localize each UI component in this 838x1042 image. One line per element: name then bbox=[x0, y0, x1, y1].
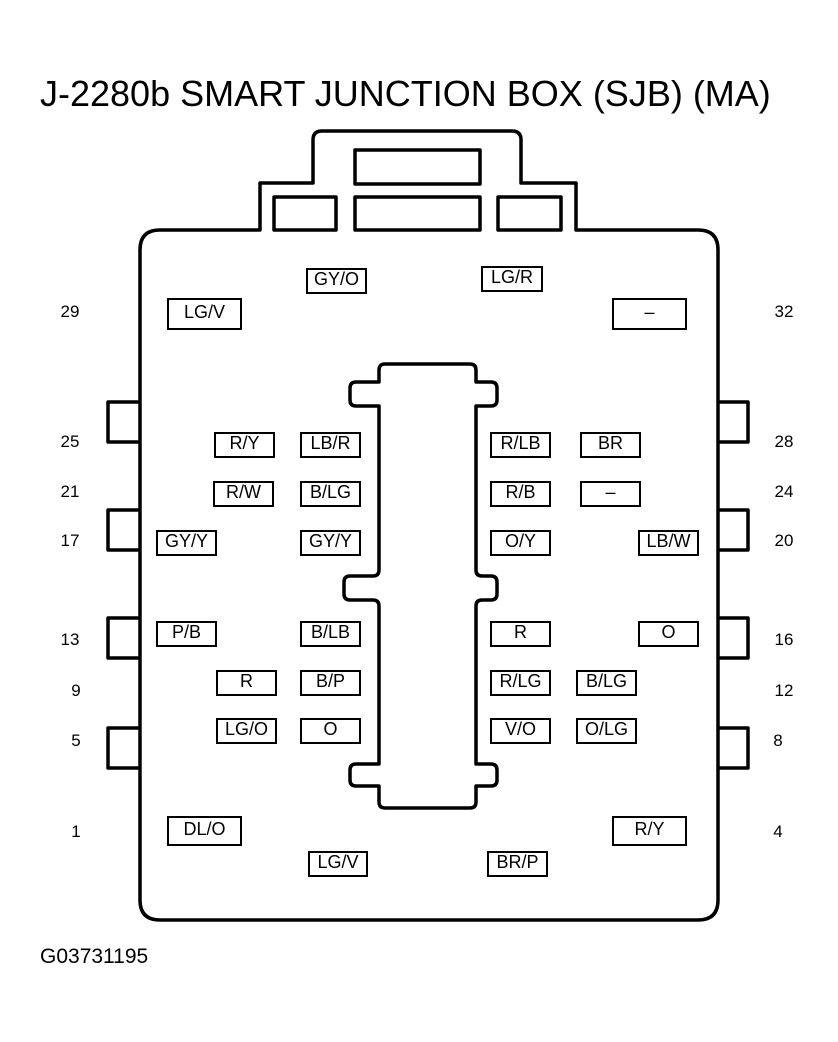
tab-left-upper bbox=[106, 400, 140, 444]
tab-right-upper bbox=[718, 400, 750, 444]
wire-label-4: R/Y bbox=[612, 816, 687, 846]
top-latch-window bbox=[353, 148, 482, 186]
terminal-number-13: 13 bbox=[60, 630, 80, 649]
terminal-number-12: 12 bbox=[774, 681, 794, 700]
tab-left-lower bbox=[106, 616, 140, 660]
terminal-number-5: 5 bbox=[71, 731, 81, 750]
tab-right-lower bbox=[718, 616, 750, 660]
wire-label-20: LB/W bbox=[638, 530, 699, 556]
wire-label-17: GY/Y bbox=[156, 530, 217, 556]
terminal-number-21: 21 bbox=[60, 482, 80, 501]
wire-label-12: B/LG bbox=[576, 670, 637, 696]
wire-label-24: – bbox=[580, 481, 641, 507]
terminal-number-8: 8 bbox=[773, 731, 783, 750]
wire-label-1: DL/O bbox=[167, 816, 242, 846]
wire-label-26: LB/R bbox=[300, 432, 361, 458]
diagram-title: J-2280b SMART JUNCTION BOX (SJB) (MA) bbox=[40, 73, 771, 114]
box-body bbox=[138, 129, 720, 922]
wire-label-5: LG/O bbox=[216, 718, 277, 744]
wire-label-19: O/Y bbox=[490, 530, 551, 556]
tab-right-bottom bbox=[718, 726, 750, 770]
wire-label-23: R/B bbox=[490, 481, 551, 507]
wire-label-3: BR/P bbox=[487, 851, 548, 877]
terminal-number-28: 28 bbox=[774, 432, 794, 451]
terminal-number-4: 4 bbox=[773, 822, 783, 841]
terminal-number-20: 20 bbox=[774, 531, 794, 550]
wire-label-32: – bbox=[612, 298, 687, 330]
wire-label-7: V/O bbox=[490, 718, 551, 744]
tab-right-middle bbox=[718, 508, 750, 552]
terminal-number-29: 29 bbox=[60, 302, 80, 321]
wire-label-25: R/Y bbox=[214, 432, 275, 458]
top-cavity-center bbox=[353, 195, 482, 232]
wire-label-15: R bbox=[490, 621, 551, 647]
wire-label-29: LG/V bbox=[167, 298, 242, 330]
wire-label-10: B/P bbox=[300, 670, 361, 696]
terminal-number-16: 16 bbox=[774, 630, 794, 649]
wire-label-11: R/LG bbox=[490, 670, 551, 696]
top-cavity-left bbox=[272, 195, 338, 232]
terminal-number-32: 32 bbox=[774, 302, 794, 321]
wire-label-8: O/LG bbox=[576, 718, 637, 744]
terminal-number-1: 1 bbox=[71, 822, 81, 841]
terminal-number-25: 25 bbox=[60, 432, 80, 451]
wire-label-16: O bbox=[638, 621, 699, 647]
wire-label-13: P/B bbox=[156, 621, 217, 647]
wire-label-9: R bbox=[216, 670, 277, 696]
wire-label-28: BR bbox=[580, 432, 641, 458]
wire-label-27: R/LB bbox=[490, 432, 551, 458]
wire-label-14: B/LB bbox=[300, 621, 361, 647]
wire-label-30: LG/R bbox=[481, 266, 543, 292]
terminal-number-24: 24 bbox=[774, 482, 794, 501]
wire-label-21: R/W bbox=[213, 481, 274, 507]
terminal-number-17: 17 bbox=[60, 531, 80, 550]
wire-label-2: LG/V bbox=[308, 851, 368, 877]
center-slot bbox=[342, 362, 499, 810]
wire-label-18: GY/Y bbox=[300, 530, 361, 556]
terminal-number-9: 9 bbox=[71, 681, 81, 700]
wire-label-31: GY/O bbox=[306, 268, 367, 294]
wire-label-22: B/LG bbox=[300, 481, 361, 507]
figure-id: G03731195 bbox=[40, 945, 149, 968]
top-cavity-right bbox=[496, 195, 563, 232]
wire-label-6: O bbox=[300, 718, 361, 744]
tab-left-middle bbox=[106, 508, 140, 552]
tab-left-bottom bbox=[106, 726, 140, 770]
